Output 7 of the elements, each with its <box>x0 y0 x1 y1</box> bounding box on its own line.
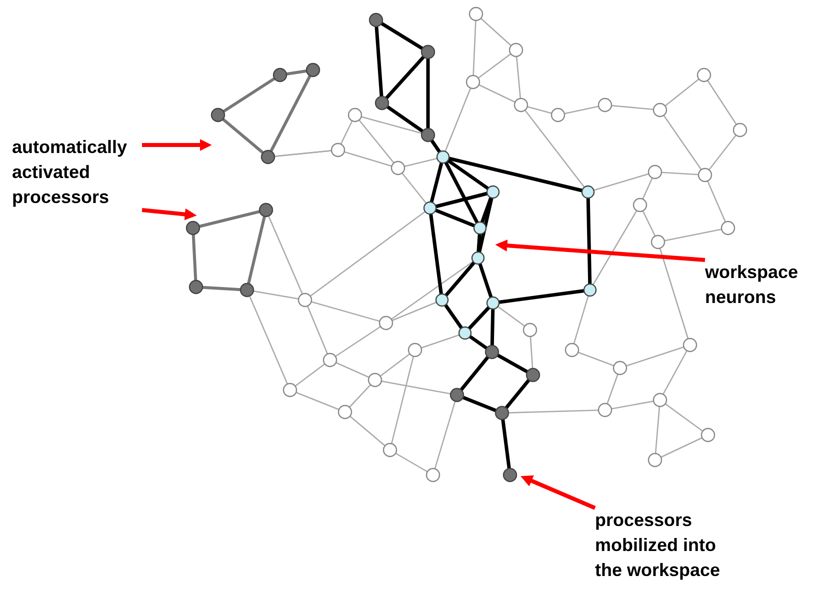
leader-arrow <box>520 475 596 510</box>
leader-arrow <box>495 240 706 262</box>
callout-label: workspace neurons <box>705 261 800 309</box>
leader-arrow <box>142 139 212 151</box>
leader-arrow <box>142 208 197 220</box>
callout-label: processors mobilized into the workspace <box>595 509 722 582</box>
callout-label: automatically activated processors <box>12 136 128 209</box>
